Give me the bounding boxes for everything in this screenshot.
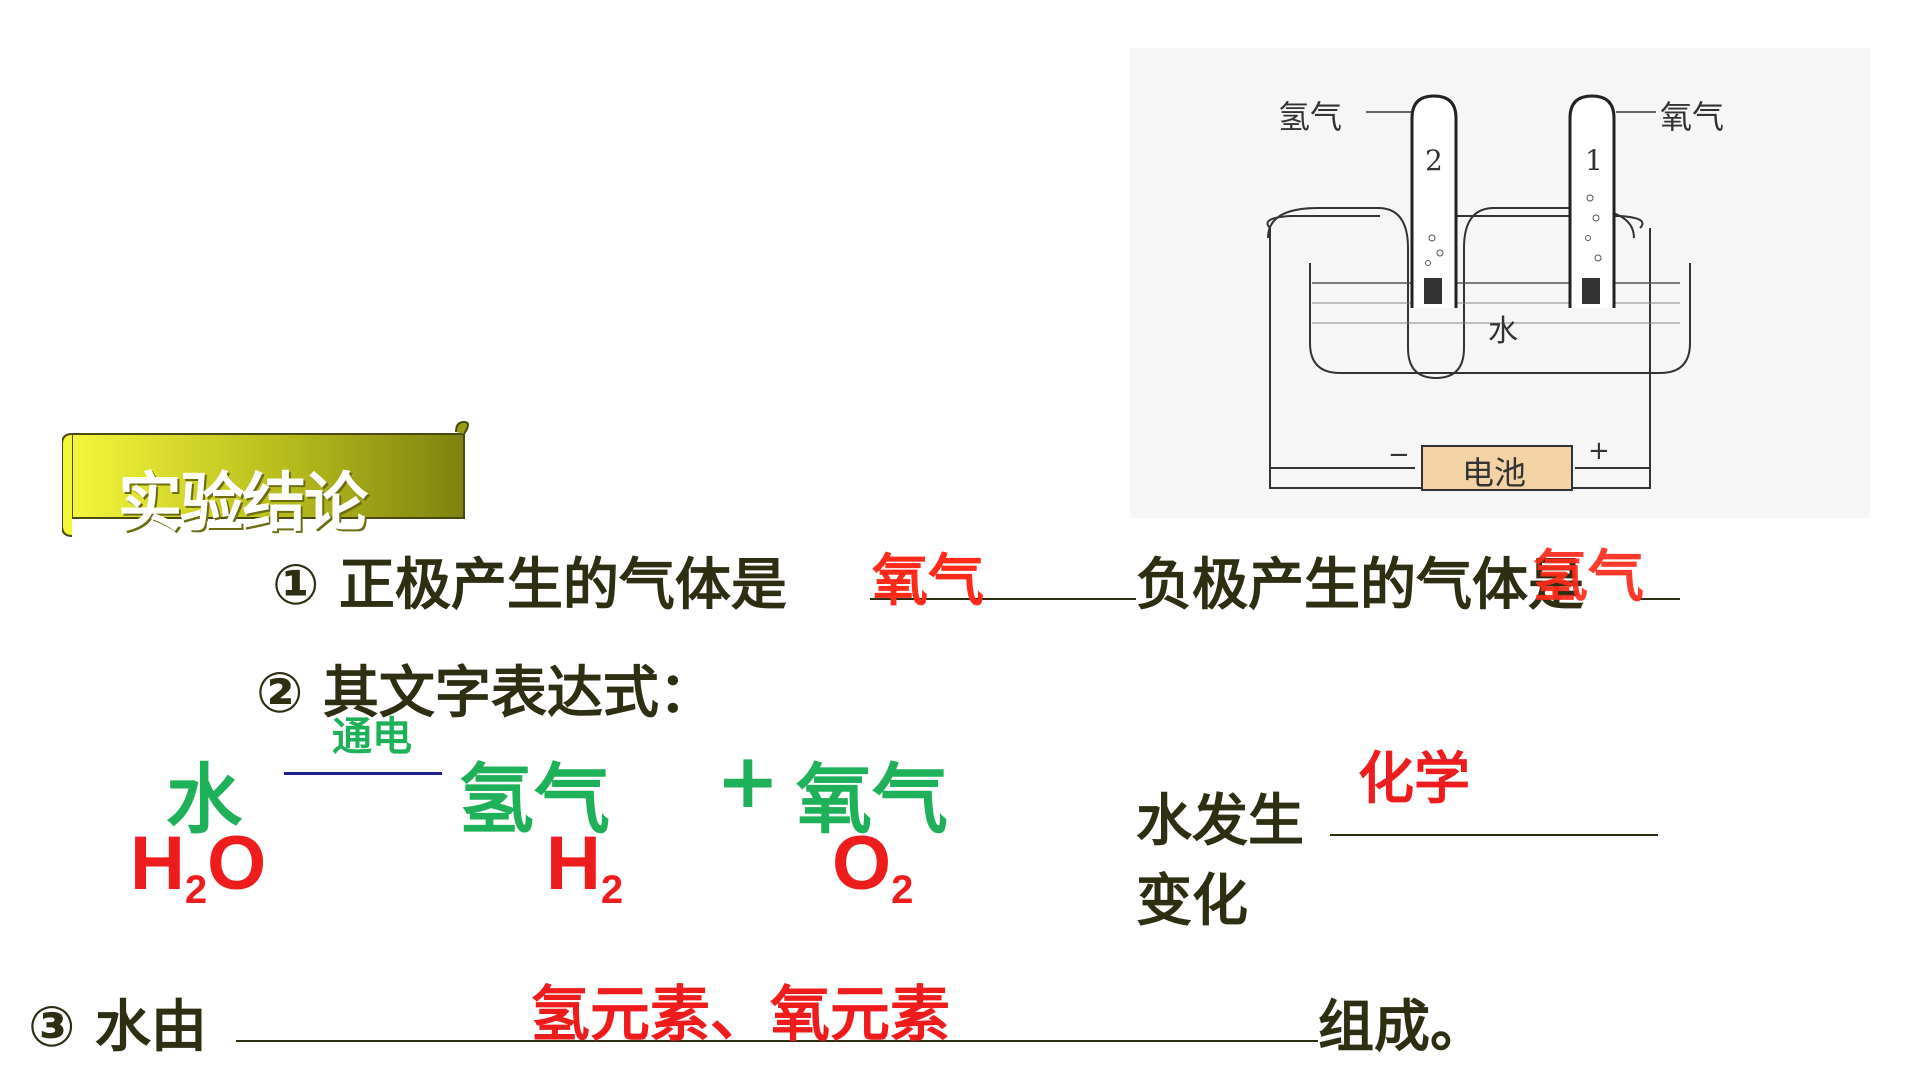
equation-plus: +	[716, 736, 780, 825]
condition-label: 通电	[332, 714, 412, 760]
banner-title: 实验结论	[118, 467, 368, 541]
answer-negative: 氢气	[1532, 545, 1644, 610]
conclusion1-blank-negative	[1640, 598, 1680, 600]
conclusion1-middle: 负极产生的气体是	[1136, 553, 1584, 618]
label-hydrogen: 氢气	[1278, 98, 1343, 136]
equation-arrow-line	[284, 772, 442, 775]
formula-water: H2O	[130, 821, 267, 912]
change-prefix: 水发生	[1136, 789, 1304, 854]
scroll-banner-icon	[61, 420, 469, 537]
formula-oxygen: O2	[832, 821, 914, 912]
conclusion3-suffix: 组成。	[1318, 995, 1486, 1060]
conclusion3-answer: 氢元素、氧元素	[530, 980, 950, 1050]
label-oxygen: 氧气	[1660, 98, 1725, 136]
change-blank	[1330, 834, 1658, 836]
battery-plus: +	[1588, 436, 1610, 466]
conclusion3-prefix: ③ 水由	[28, 995, 207, 1060]
banner	[61, 420, 472, 540]
electrolysis-diagram: 氢气 氧气 2 1 水 电池 − +	[1130, 48, 1870, 518]
tube-left-number: 2	[1425, 144, 1443, 177]
conclusion1-blank-positive	[870, 598, 1136, 600]
conclusion1-prefix: ① 正极产生的气体是	[272, 553, 787, 618]
equation-product2: 氧气	[796, 755, 948, 844]
tube-right-number: 1	[1585, 144, 1603, 177]
answer-positive: 氧气	[872, 549, 984, 614]
change-answer: 化学	[1358, 747, 1470, 812]
electrolysis-apparatus-icon	[1130, 48, 1870, 518]
battery-label: 电池	[1462, 454, 1527, 492]
battery-minus: −	[1388, 440, 1410, 470]
equation-reactant: 水	[166, 755, 242, 844]
conclusion3-blank	[236, 1040, 1318, 1042]
equation-product1: 氢气	[458, 755, 610, 844]
conclusion2-heading: ② 其文字表达式：	[256, 661, 715, 726]
water-label: 水	[1488, 314, 1518, 349]
change-suffix: 变化	[1136, 869, 1248, 934]
formula-hydrogen: H2	[546, 821, 624, 912]
